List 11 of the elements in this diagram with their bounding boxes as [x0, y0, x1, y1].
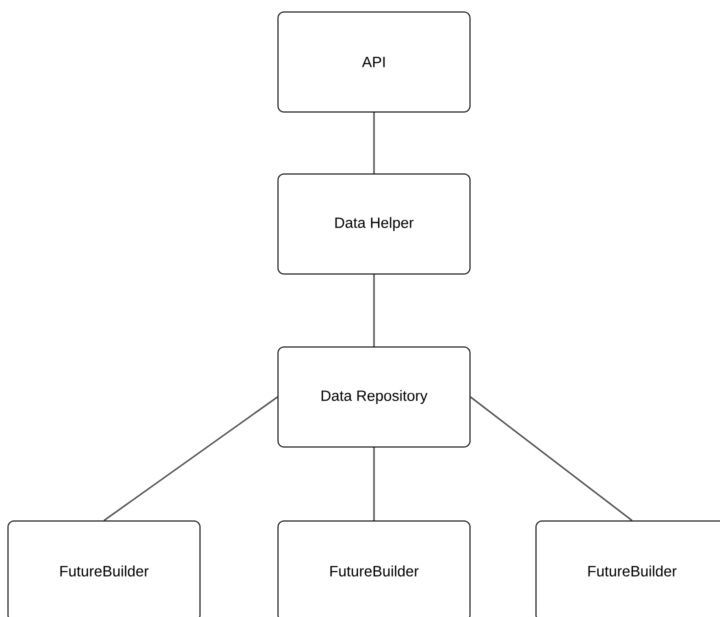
connector-line — [470, 396, 632, 522]
process-box: FutureBuilder — [278, 520, 470, 617]
connector-line — [373, 112, 375, 174]
process-box: FutureBuilder — [8, 520, 200, 617]
connector-line — [373, 448, 375, 520]
process-box: Data Repository — [278, 346, 470, 448]
connector-line — [373, 274, 375, 346]
connector-line — [104, 396, 278, 522]
process-box: Data Helper — [278, 173, 470, 274]
process-box: API — [278, 12, 470, 112]
process-box: FutureBuilder — [536, 520, 720, 617]
